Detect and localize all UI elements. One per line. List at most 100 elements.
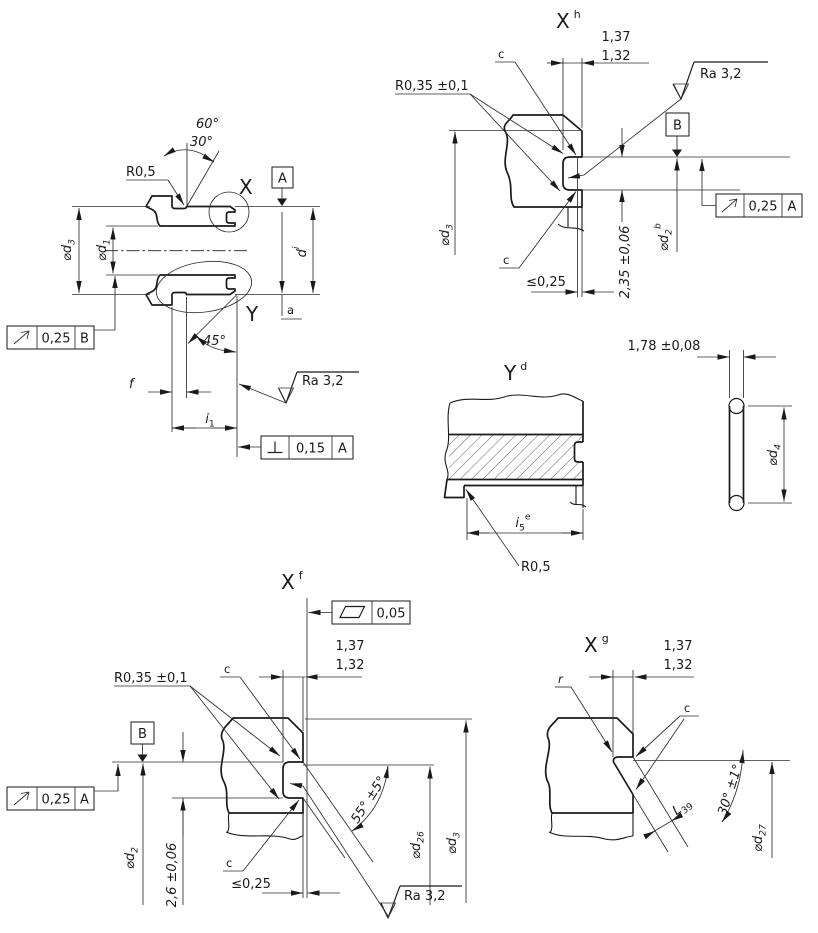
groove-radius-label: R0,35 ±0,1 [395,79,469,94]
dim-phid4-label: ⌀d4 [766,444,784,466]
hatched-band [449,434,583,480]
radius-r05-label: R0,5 [126,165,156,180]
groove-depth-max: 1,37 [664,639,693,654]
oring-dimension-lines [697,350,792,504]
groove-width-label: 2,35 ±0,06 [618,226,633,299]
groove-width-label: 2,6 ±0,06 [165,843,180,908]
perpendicularity-icon [267,441,283,454]
perpendicularity-frame: 0,15 A [238,435,354,460]
dim-phid27-label: ⌀d27 [751,824,769,852]
datum-a-triangle [277,198,287,206]
runout-xf-datum: A [80,793,89,808]
dim-phid26-label: ⌀d26 [409,831,427,859]
groove-clear [574,441,584,463]
dim-i1-label: i1 [205,412,214,430]
part-section [544,717,634,814]
oring-cross-section-top [728,397,745,415]
runout-icon [13,330,30,345]
angle-45-label: 45° [203,334,226,349]
runout-b-datum: B [80,332,89,347]
footnote-r-label: r [558,672,564,686]
footnote-c-label: c [684,701,690,715]
dim-phid3-label: ⌀d3 [438,224,456,246]
datum-b-letter: B [673,119,682,134]
detail-y-ellipse [155,260,253,314]
dim-phid2b-label: ⌀d2b [653,223,675,251]
mating-wall [548,812,634,841]
edge-break-label: ≤0,25 [526,275,566,290]
footnote-a-label: a [287,303,294,317]
groove-depth-max: 1,37 [602,30,631,45]
oring-cross-section-label: 1,78 ±0,08 [628,339,701,354]
roughness-triangle-icon [379,902,397,919]
footnote-c-bottom: c [226,856,232,870]
surface-finish-xh: Ra 3,2 [567,61,768,179]
part-section [503,114,583,208]
runout-xf-value: 0,25 [42,793,71,808]
angle-30-label: 30° [190,135,213,150]
dim-di-label: di [291,246,310,257]
part-outline [443,393,587,508]
dim-f-label: f [129,377,136,392]
main-dimension-lines [72,143,320,457]
footnote-c-top: c [498,47,504,61]
runout-frame-xf: 0,25 A [6,764,121,811]
groove-depth-min: 1,32 [336,658,365,673]
detail-x-circle [208,191,250,233]
parallelism-icon [339,605,366,619]
runout-xh-datum: A [788,200,797,215]
datum-b-flag-xf: B [130,721,155,762]
yd-dimension-lines [465,489,584,567]
datum-b-triangle [137,754,148,762]
runout-xh-value: 0,25 [749,200,778,215]
runout-frame-xh: 0,25 A [699,159,803,218]
roughness-xh-label: Ra 3,2 [700,67,742,82]
roughness-triangle-icon [672,83,690,100]
detail-y-label: Y [245,302,259,326]
surface-finish-main: Ra 3,2 [238,371,359,404]
xg-dimension-lines [555,670,790,858]
datum-b-flag-xh: B [665,112,690,157]
dim-i5-label: i5e [515,512,530,534]
detail-x-label: X [239,175,253,199]
dim-phid2-label: ⌀d2 [123,847,141,869]
datum-b-letter: B [138,727,147,742]
datum-b-triangle [672,149,682,157]
perp-value: 0,15 [296,442,325,457]
runout-frame-b: 0,25 B [6,276,118,350]
footnote-c-top: c [224,662,230,676]
surface-finish-xf: Ra 3,2 [289,783,462,919]
groove-depth-max: 1,37 [336,639,365,654]
mating-wall [557,207,585,232]
groove-radius-label: R0,35 ±0,1 [114,671,188,686]
roughness-triangle-icon [277,387,295,404]
radius-r05-label: R0,5 [521,560,551,575]
edge-break-label: ≤0,25 [231,877,271,892]
groove-depth-min: 1,32 [602,49,631,64]
footnote-c-bottom: c [503,253,509,267]
part-section [220,717,304,814]
part-section [105,195,250,306]
roughness-xf-label: Ra 3,2 [404,889,446,904]
perp-datum: A [338,442,347,457]
parallelism-value: 0,05 [377,607,406,622]
oring-cross-section-bottom [728,494,745,512]
oring-section-view: 1,78 ±0,08 ⌀d4 [628,339,792,512]
main-section-view: X Y 60° 30° 45° R0,5 f i1 ⌀d3 ⌀d1 di a A… [6,117,359,460]
groove-depth-min: 1,32 [664,658,693,673]
xh-dimension-lines [395,58,790,297]
parallelism-frame: 0,05 [308,600,411,625]
roughness-main-label: Ra 3,2 [302,374,344,389]
dim-phid3-label: ⌀d3 [445,832,463,854]
runout-b-value: 0,25 [42,332,71,347]
xf-dimension-lines [112,598,472,905]
angle-60-label: 60° [196,117,219,132]
datum-a-letter: A [278,172,287,187]
dim-phid1-label: ⌀d1 [95,239,113,261]
